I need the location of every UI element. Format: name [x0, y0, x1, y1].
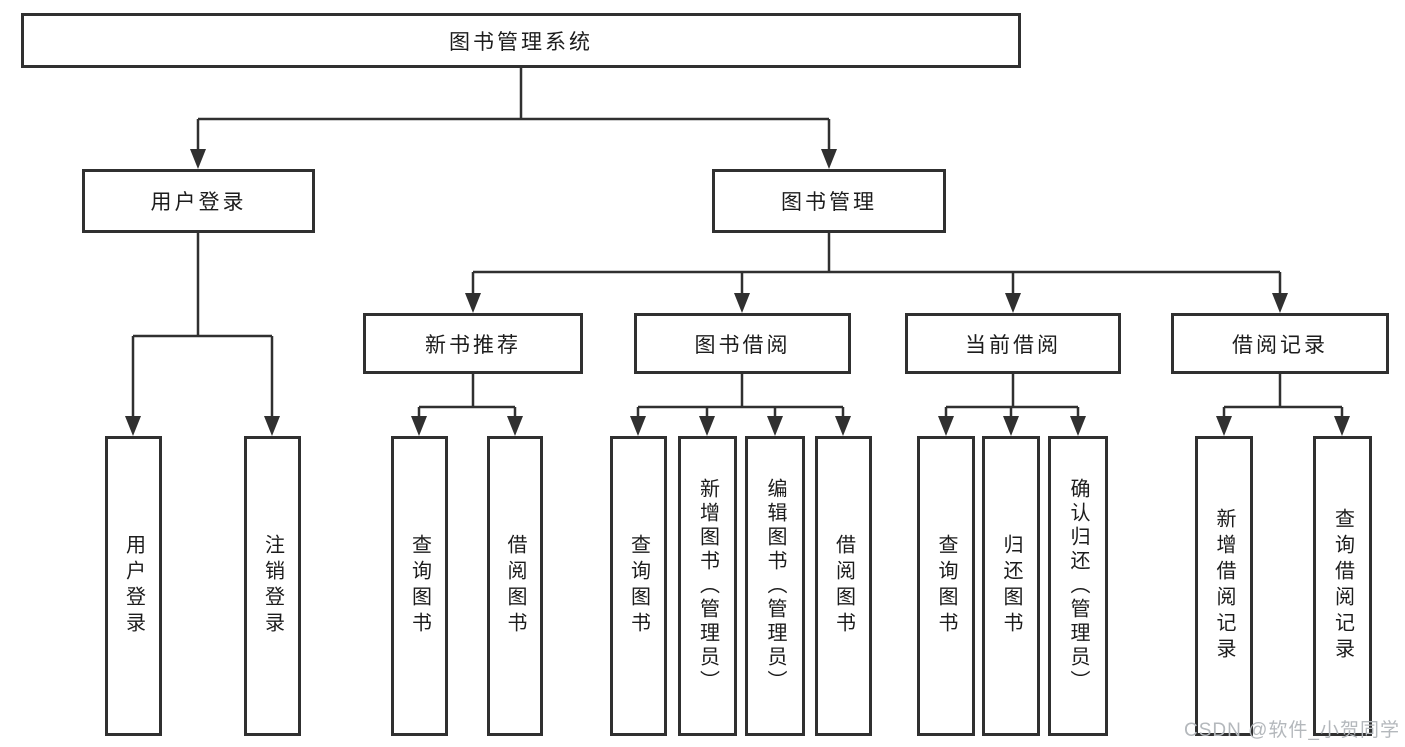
node-new-book-recommendation: 新书推荐 — [363, 313, 583, 374]
node-current-borrowing: 当前借阅 — [905, 313, 1121, 374]
leaf-borrowing-add-books-admin: 新增图书（管理员） — [678, 436, 737, 736]
leaf-records-add-borrow-record: 新增借阅记录 — [1195, 436, 1253, 736]
node-book-borrowing: 图书借阅 — [634, 313, 851, 374]
node-borrowing-records: 借阅记录 — [1171, 313, 1389, 374]
leaf-borrowing-query-books: 查询图书 — [610, 436, 667, 736]
leaf-borrowing-edit-books-admin: 编辑图书（管理员） — [745, 436, 805, 736]
node-user-login: 用户登录 — [82, 169, 315, 233]
csdn-watermark: CSDN @软件_小贺同学 — [1184, 720, 1400, 741]
leaf-recommend-query-books: 查询图书 — [391, 436, 448, 736]
leaf-current-query-books: 查询图书 — [917, 436, 975, 736]
node-library-management-system: 图书管理系统 — [21, 13, 1021, 68]
leaf-current-confirm-return-admin: 确认归还（管理员） — [1048, 436, 1108, 736]
leaf-current-return-books: 归还图书 — [982, 436, 1040, 736]
leaf-records-query-borrow-record: 查询借阅记录 — [1313, 436, 1372, 736]
leaf-user-login: 用户登录 — [105, 436, 162, 736]
node-book-management: 图书管理 — [712, 169, 946, 233]
leaf-recommend-borrow-books: 借阅图书 — [487, 436, 543, 736]
leaf-logout-login: 注销登录 — [244, 436, 301, 736]
leaf-borrowing-borrow-books: 借阅图书 — [815, 436, 872, 736]
